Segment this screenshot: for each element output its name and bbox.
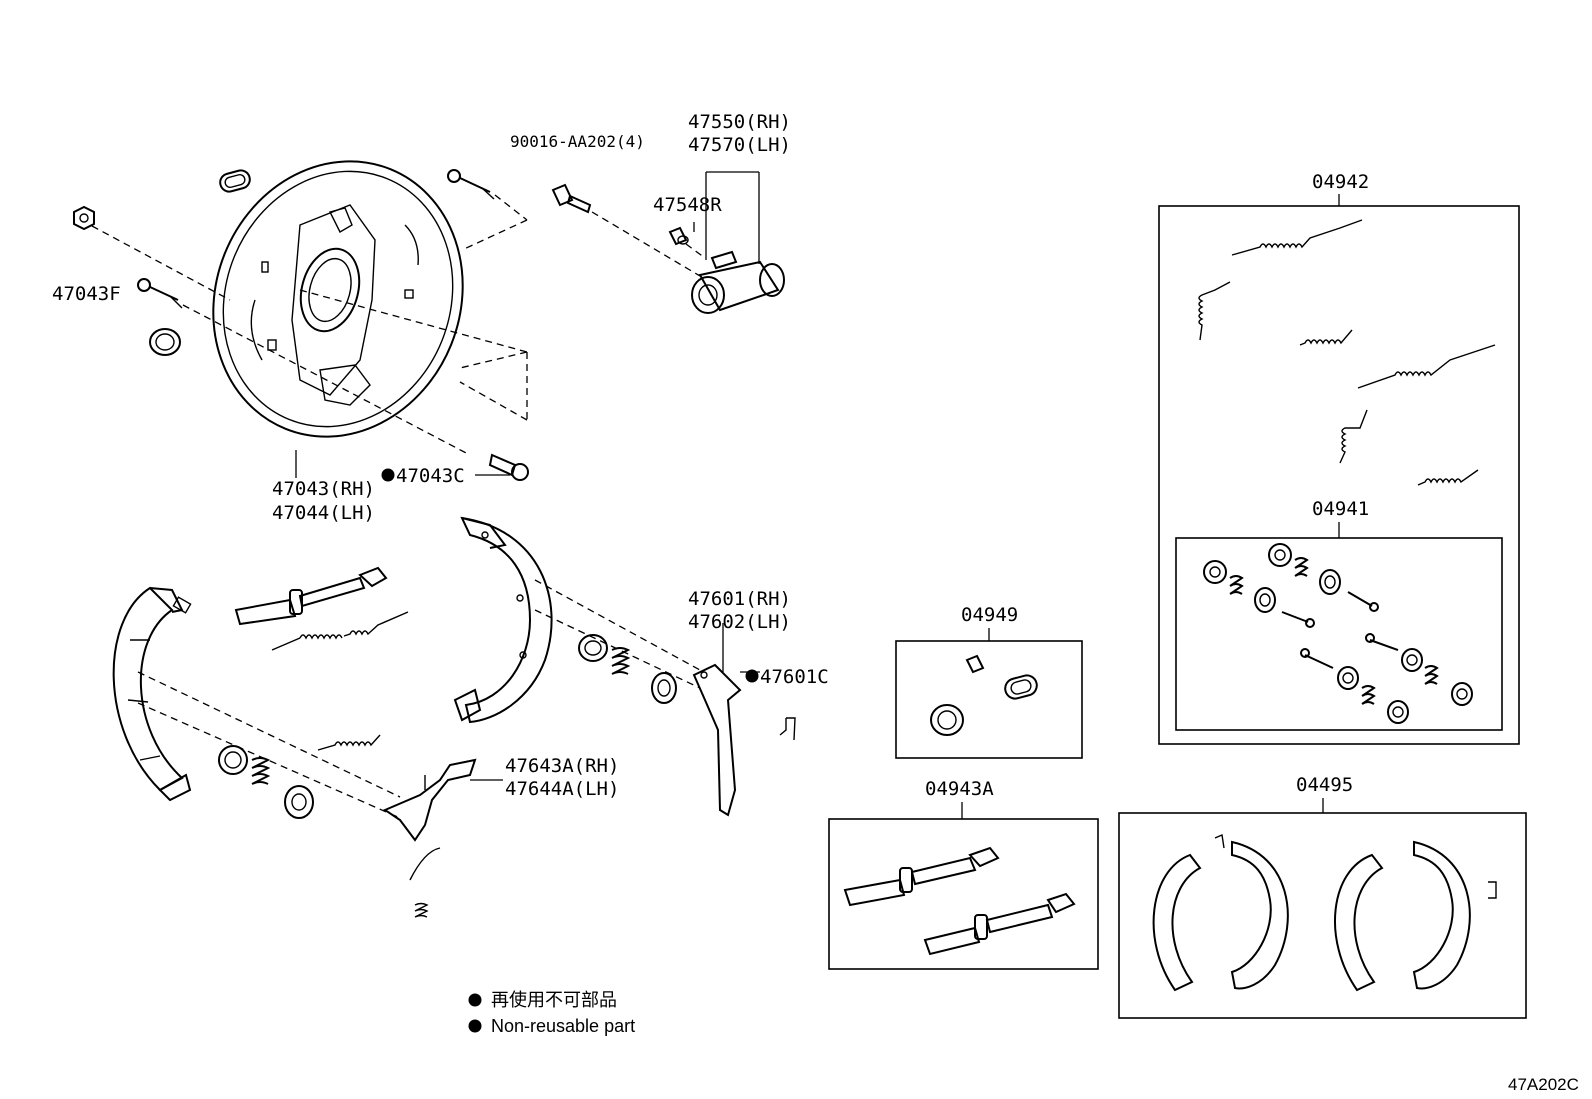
label-04943a: 04943A xyxy=(925,778,994,800)
upper-leader-lines xyxy=(295,171,760,478)
label-47043f: 47043F xyxy=(52,283,121,305)
backing-plate-drawing xyxy=(212,160,464,438)
label-47570: 47570(LH) xyxy=(688,134,791,156)
adjuster-spring-drawing xyxy=(234,566,409,751)
legend: 再使用不可部品 Non-reusable part xyxy=(468,990,635,1036)
label-47043: 47043(RH) xyxy=(272,478,375,500)
bolt-47043c-drawing xyxy=(488,453,529,481)
hold-down-kit-right-drawing xyxy=(578,634,677,704)
reference-code: 47A202C xyxy=(1508,1075,1579,1094)
legend-text-jp: 再使用不可部品 xyxy=(491,990,617,1010)
brake-shoe-left-drawing xyxy=(112,586,192,802)
non-reusable-dot xyxy=(745,669,759,683)
label-04495: 04495 xyxy=(1296,774,1353,796)
label-04941: 04941 xyxy=(1312,498,1369,520)
upper-assembly-lines xyxy=(91,194,706,456)
legend-text-en: Non-reusable part xyxy=(491,1016,635,1036)
legend-dot-en xyxy=(468,1019,482,1033)
nut-47043f-drawing xyxy=(73,205,95,231)
label-47044: 47044(LH) xyxy=(272,502,375,524)
bolt-90016-drawing xyxy=(551,183,592,214)
label-47601: 47601(RH) xyxy=(688,588,791,610)
brake-shoe-right-drawing xyxy=(453,516,553,724)
kit-04942-box xyxy=(1158,194,1520,745)
kit-04941-box xyxy=(1175,522,1503,731)
kit-04495-box xyxy=(1118,798,1527,1019)
cup-plug-drawing xyxy=(149,328,181,356)
label-47550: 47550(RH) xyxy=(688,111,791,133)
lower-assembly-lines xyxy=(137,579,760,819)
hole-plug-drawing xyxy=(219,169,251,193)
label-47644a: 47644A(LH) xyxy=(505,778,619,800)
label-04942: 04942 xyxy=(1312,171,1369,193)
label-47043c: 47043C xyxy=(396,465,465,487)
cap-47548r-drawing xyxy=(668,226,689,246)
label-04949: 04949 xyxy=(961,604,1018,626)
pin-drawing xyxy=(137,169,495,309)
kit-04949-box xyxy=(895,628,1083,759)
non-reusable-dot xyxy=(381,468,395,482)
label-90016: 90016-AA202(4) xyxy=(510,132,645,151)
kit-04943a-box xyxy=(828,802,1099,970)
label-47602: 47602(LH) xyxy=(688,611,791,633)
hold-down-kit-left-drawing xyxy=(218,745,314,819)
label-47643a: 47643A(RH) xyxy=(505,755,619,777)
part-labels: 90016-AA202(4) 47550(RH) 47570(LH) 47548… xyxy=(52,111,1369,800)
parking-lever-drawing xyxy=(382,758,477,918)
label-47601c: 47601C xyxy=(760,666,829,688)
label-47548r: 47548R xyxy=(653,194,722,216)
legend-dot-jp xyxy=(468,993,482,1007)
strut-lever-drawing xyxy=(692,663,796,817)
wheel-cylinder-drawing xyxy=(691,250,785,314)
